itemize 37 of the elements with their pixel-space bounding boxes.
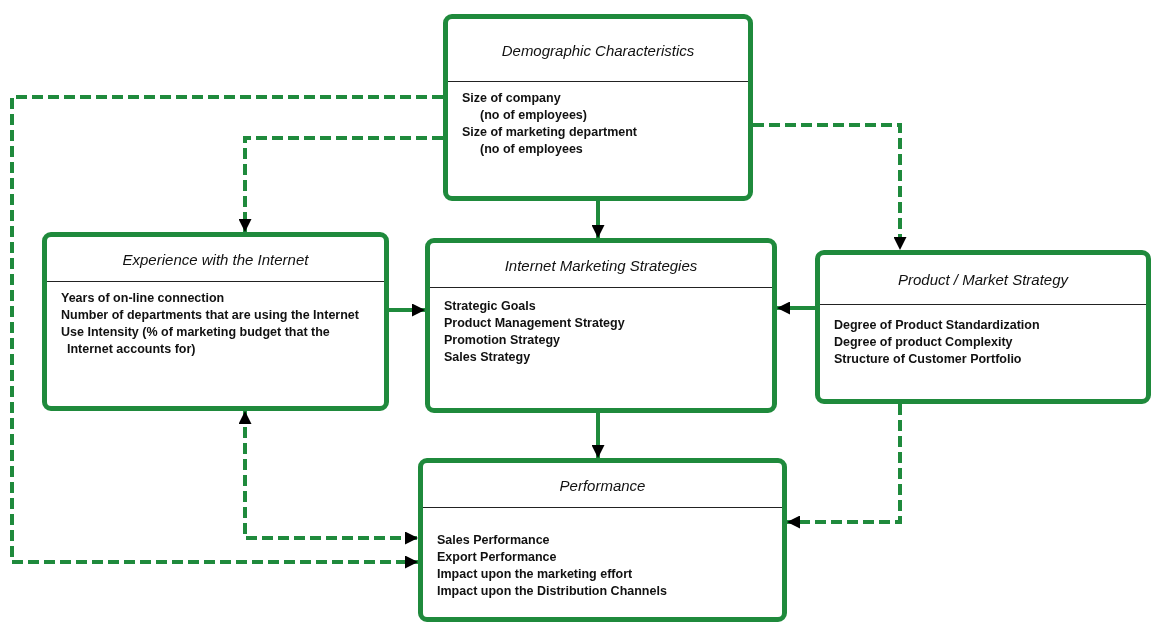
list-item: Impact upon the marketing effort — [437, 566, 634, 583]
process-box — [418, 458, 787, 622]
list-item: Impact upon the Distribution Channels — [437, 583, 668, 600]
box-heading: Performance — [423, 463, 782, 508]
list-item: Product Management Strategy — [444, 315, 626, 332]
list-item: (no of employees) — [479, 107, 588, 124]
arrow — [777, 301, 815, 315]
list-item: Number of departments that are using the Internet — [61, 307, 360, 324]
list-item: Sales Performance — [437, 532, 551, 549]
box-heading: Product / Market Strategy — [820, 255, 1146, 305]
process-box — [425, 238, 777, 413]
arrow — [591, 413, 605, 458]
list-item: Use Intensity (% of marketing budget that the Internet accounts for) — [61, 324, 331, 358]
process-box — [42, 232, 389, 411]
list-item: Export Performance — [437, 549, 558, 566]
arrow — [753, 123, 907, 250]
list-item: Sales Strategy — [444, 349, 532, 366]
arrow — [238, 136, 443, 232]
arrow — [389, 303, 425, 317]
list-item: (no of employees — [479, 141, 584, 158]
process-box — [443, 14, 753, 201]
process-box — [815, 250, 1151, 404]
list-item: Degree of Product Standardization — [834, 317, 1041, 334]
list-item: Size of company — [462, 90, 562, 107]
list-item: Strategic Goals — [444, 298, 537, 315]
list-item: Structure of Customer Portfolio — [834, 351, 1023, 368]
list-item: Promotion Strategy — [444, 332, 561, 349]
list-item: Years of on-line connection — [61, 290, 226, 307]
box-heading: Demographic Characteristics — [448, 19, 748, 82]
arrow — [787, 404, 902, 529]
arrow — [238, 411, 418, 545]
box-heading: Experience with the Internet — [47, 237, 384, 282]
list-item: Degree of product Complexity — [834, 334, 1014, 351]
box-heading: Internet Marketing Strategies — [430, 243, 772, 288]
list-item: Size of marketing department — [462, 124, 639, 141]
arrow — [591, 201, 605, 238]
arrow — [10, 95, 443, 569]
